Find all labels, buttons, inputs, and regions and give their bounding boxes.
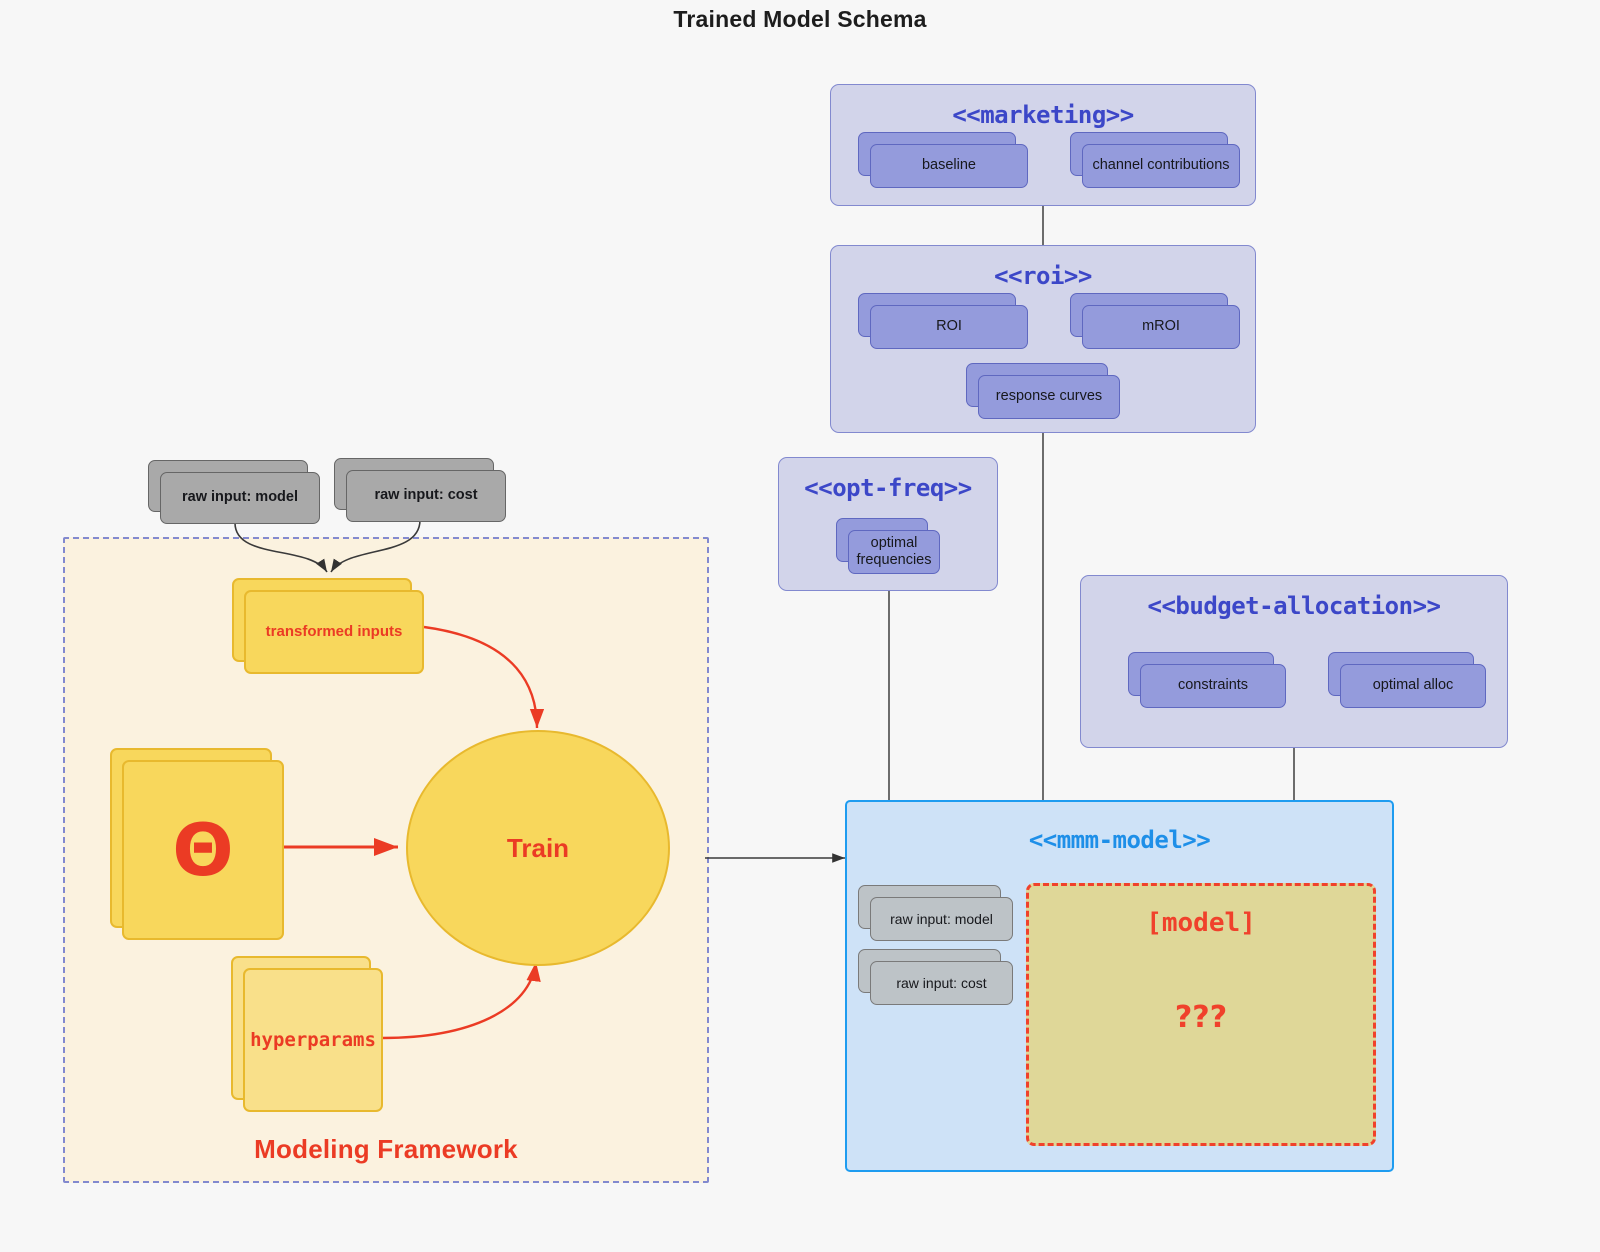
- package-marketing-title: <<marketing>>: [952, 101, 1134, 129]
- node-transformed-inputs[interactable]: transformed inputs: [232, 578, 424, 674]
- node-mroi-label: mROI: [1082, 305, 1240, 349]
- node-constraints[interactable]: constraints: [1128, 652, 1286, 708]
- node-theta[interactable]: Θ: [110, 748, 284, 940]
- node-channel-contributions-label: channel contributions: [1082, 144, 1240, 188]
- package-opt-freq-title: <<opt-freq>>: [804, 474, 972, 502]
- node-raw-input-cost[interactable]: raw input: cost: [334, 458, 506, 522]
- theta-icon: Θ: [172, 808, 234, 892]
- node-train-label: Train: [506, 832, 570, 863]
- page-title: Trained Model Schema: [673, 6, 927, 32]
- package-roi-title: <<roi>>: [994, 262, 1092, 290]
- node-optimal-frequencies-label: optimal frequencies: [848, 530, 940, 574]
- model-placeholder-box[interactable]: [model] ???: [1026, 883, 1376, 1146]
- node-optimal-alloc[interactable]: optimal alloc: [1328, 652, 1486, 708]
- node-mmm-raw-input-cost-label: raw input: cost: [870, 961, 1013, 1005]
- package-budget-allocation-title: <<budget-allocation>>: [1147, 592, 1441, 620]
- node-channel-contributions[interactable]: channel contributions: [1070, 132, 1240, 188]
- node-transformed-inputs-label: transformed inputs: [244, 590, 424, 674]
- node-mmm-raw-input-cost[interactable]: raw input: cost: [858, 949, 1013, 1005]
- model-placeholder-question: ???: [1174, 1000, 1228, 1035]
- node-baseline-label: baseline: [870, 144, 1028, 188]
- node-hyperparams[interactable]: hyperparams: [231, 956, 383, 1112]
- node-mroi[interactable]: mROI: [1070, 293, 1240, 349]
- node-raw-input-model-label: raw input: model: [160, 472, 320, 524]
- node-mmm-raw-input-model[interactable]: raw input: model: [858, 885, 1013, 941]
- node-constraints-label: constraints: [1140, 664, 1286, 708]
- node-mmm-raw-input-model-label: raw input: model: [870, 897, 1013, 941]
- node-raw-input-cost-label: raw input: cost: [346, 470, 506, 522]
- node-hyperparams-label: hyperparams: [243, 968, 383, 1112]
- node-optimal-alloc-label: optimal alloc: [1340, 664, 1486, 708]
- node-optimal-frequencies[interactable]: optimal frequencies: [836, 518, 940, 574]
- model-placeholder-title: [model]: [1146, 908, 1256, 938]
- package-mmm-model-title: <<mmm-model>>: [1028, 826, 1211, 854]
- node-baseline[interactable]: baseline: [858, 132, 1028, 188]
- node-roi-label: ROI: [870, 305, 1028, 349]
- node-response-curves[interactable]: response curves: [966, 363, 1120, 419]
- node-train[interactable]: Train: [406, 730, 670, 966]
- node-theta-frontcard: Θ: [122, 760, 284, 940]
- node-raw-input-model[interactable]: raw input: model: [148, 460, 320, 524]
- node-roi[interactable]: ROI: [858, 293, 1028, 349]
- node-response-curves-label: response curves: [978, 375, 1120, 419]
- modeling-framework-label: Modeling Framework: [254, 1134, 518, 1164]
